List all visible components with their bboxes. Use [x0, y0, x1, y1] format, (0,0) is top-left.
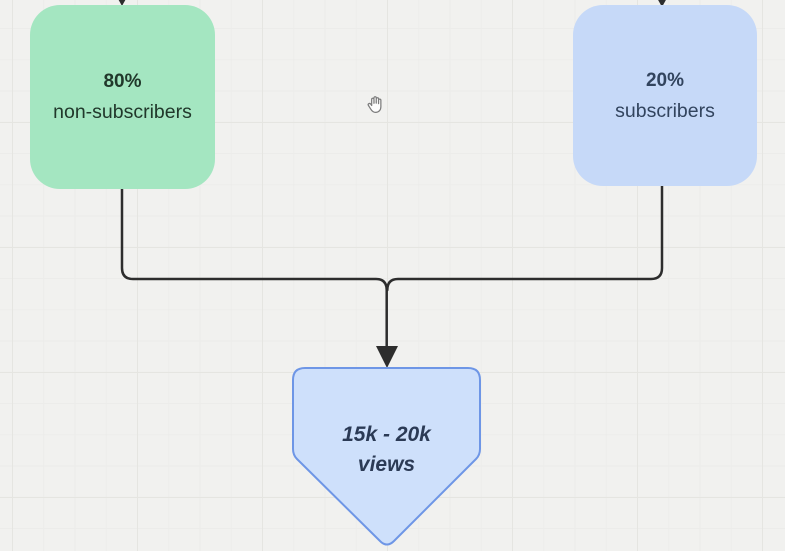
connector-non-subscribers[interactable]: [120, 187, 388, 350]
node-subscribers[interactable]: 20% subscribers: [573, 5, 757, 186]
non-subscribers-label: non-subscribers: [53, 101, 192, 123]
node-non-subscribers[interactable]: 80% non-subscribers: [30, 5, 215, 189]
merge-arrowhead: [376, 346, 398, 368]
views-shape[interactable]: [293, 368, 480, 545]
incoming-arrowhead-left: [118, 0, 126, 6]
subscribers-label: subscribers: [615, 99, 715, 122]
non-subscribers-percent: 80%: [103, 71, 142, 92]
grab-hand-icon: [367, 96, 382, 114]
views-shape-border: [292, 367, 481, 546]
incoming-arrowhead-right: [658, 0, 666, 7]
connector-subscribers[interactable]: [386, 184, 664, 292]
subscribers-percent: 20%: [645, 69, 685, 91]
